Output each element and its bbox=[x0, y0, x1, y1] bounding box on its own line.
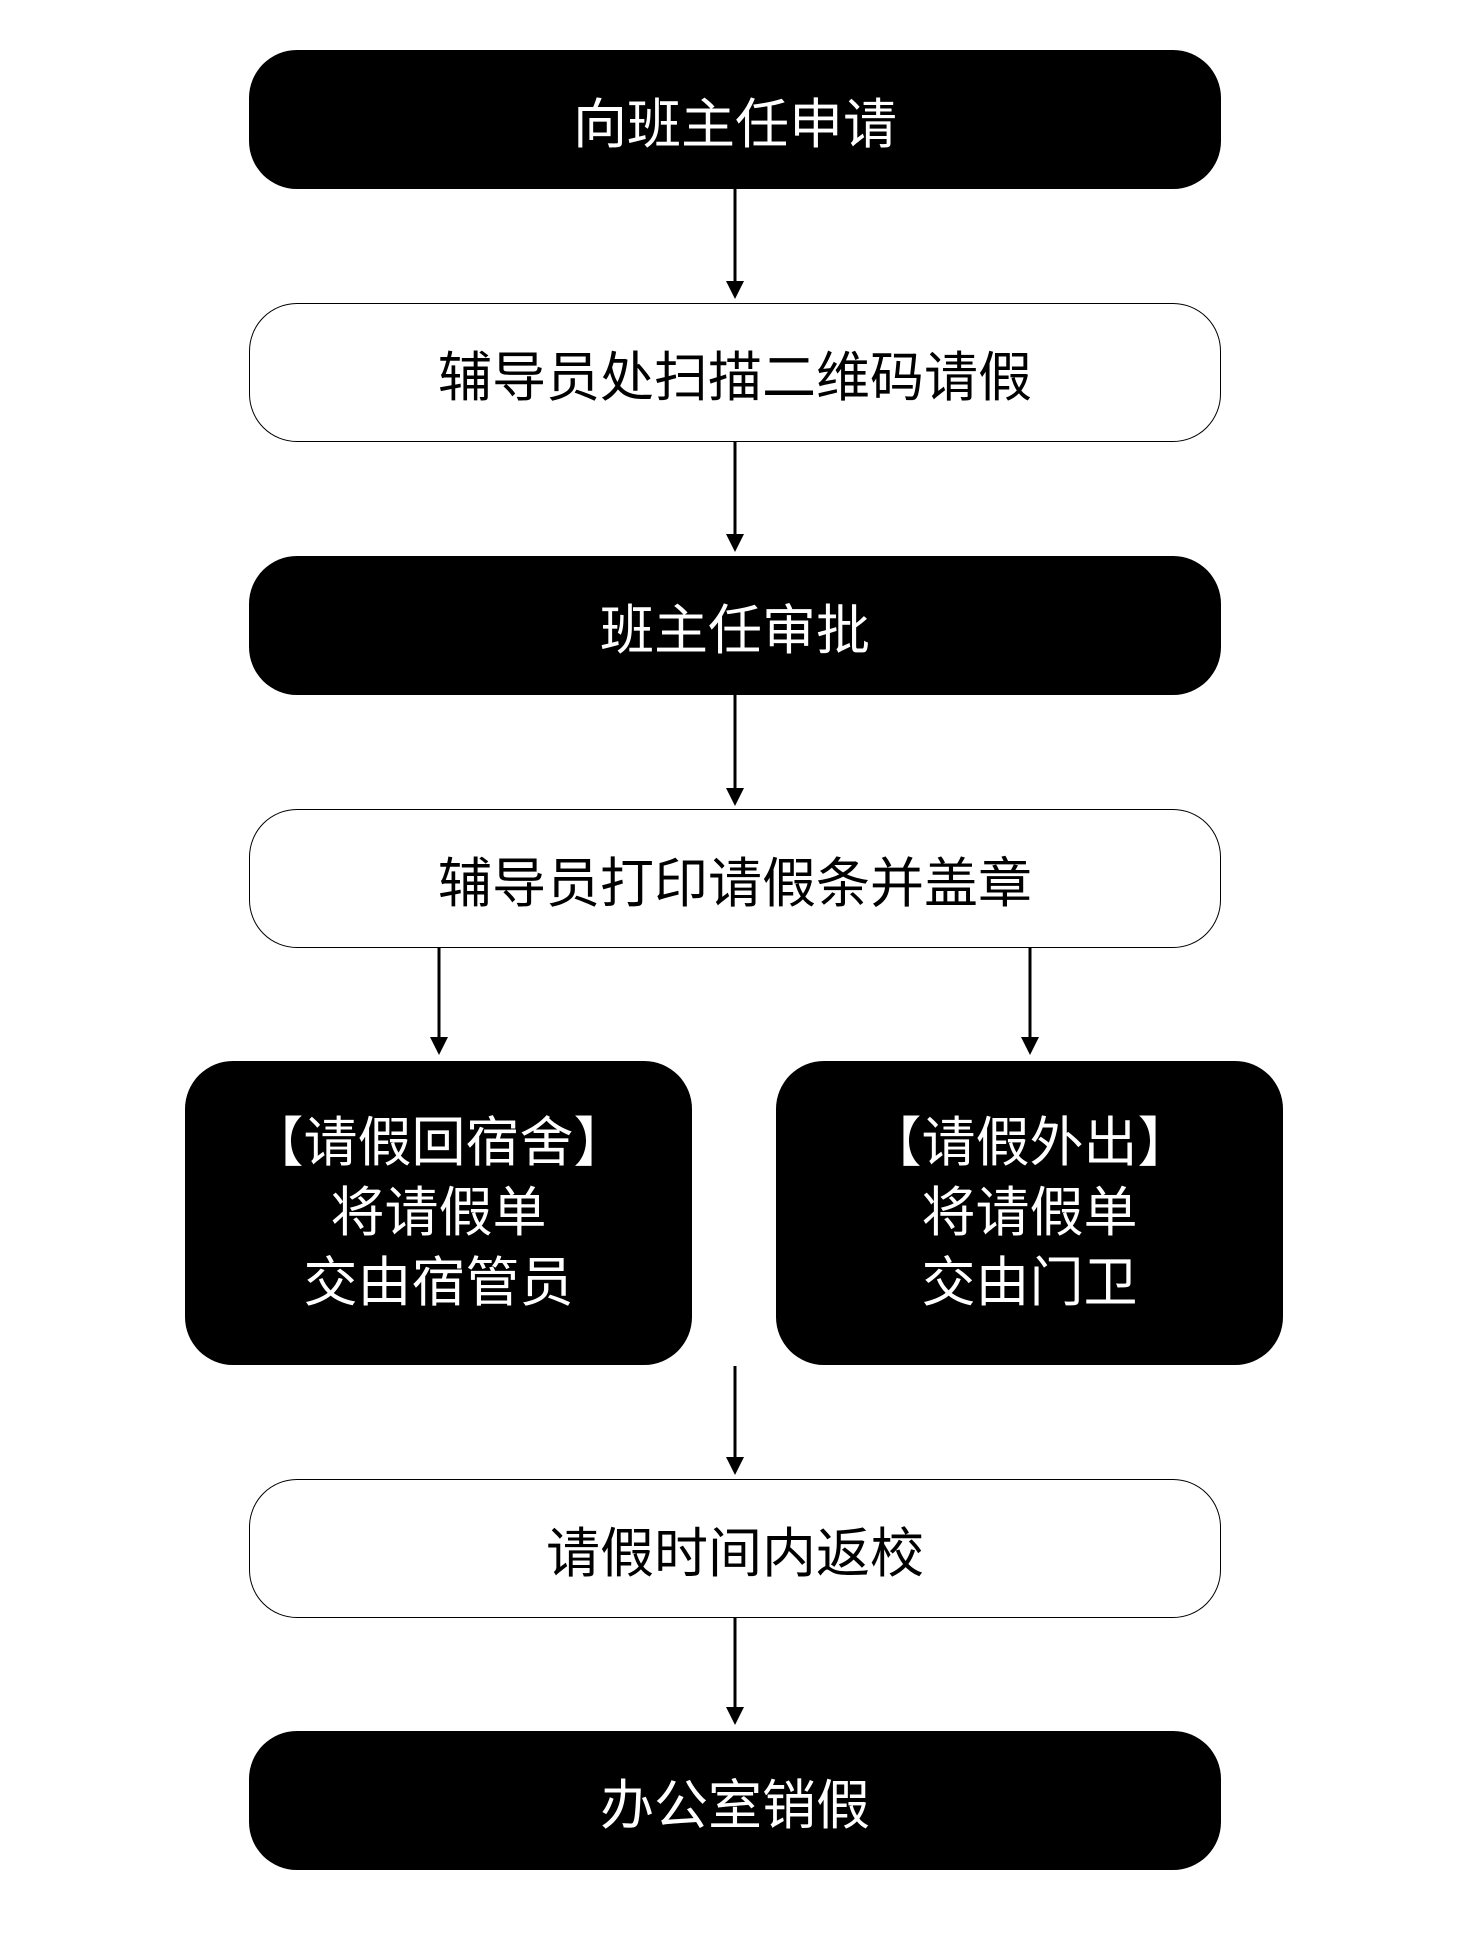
step-label: 辅导员处扫描二维码请假 bbox=[438, 346, 1032, 409]
branch-line: 【请假外出】 bbox=[867, 1111, 1192, 1174]
branch-line: 将请假单 bbox=[330, 1181, 547, 1244]
branch-line: 【请假回宿舍】 bbox=[249, 1111, 628, 1174]
branch-return-dormitory: 【请假回宿舍】 将请假单 交由宿管员 bbox=[185, 1061, 692, 1365]
step-head-teacher-approval: 班主任审批 bbox=[249, 556, 1221, 695]
step-label: 向班主任申请 bbox=[573, 93, 897, 156]
step-label: 办公室销假 bbox=[600, 1774, 870, 1837]
branch-line: 将请假单 bbox=[921, 1181, 1138, 1244]
step-label: 班主任审批 bbox=[600, 599, 870, 662]
step-label: 请假时间内返校 bbox=[546, 1522, 924, 1585]
step-apply-to-head-teacher: 向班主任申请 bbox=[249, 50, 1221, 189]
step-return-on-time: 请假时间内返校 bbox=[249, 1479, 1221, 1618]
step-scan-qr-code: 辅导员处扫描二维码请假 bbox=[249, 303, 1221, 442]
step-print-and-stamp: 辅导员打印请假条并盖章 bbox=[249, 809, 1221, 948]
step-office-cancel-leave: 办公室销假 bbox=[249, 1731, 1221, 1870]
step-label: 辅导员打印请假条并盖章 bbox=[438, 852, 1032, 915]
branch-line: 交由宿管员 bbox=[303, 1251, 574, 1314]
branch-go-out: 【请假外出】 将请假单 交由门卫 bbox=[776, 1061, 1283, 1365]
branch-line: 交由门卫 bbox=[921, 1251, 1138, 1314]
